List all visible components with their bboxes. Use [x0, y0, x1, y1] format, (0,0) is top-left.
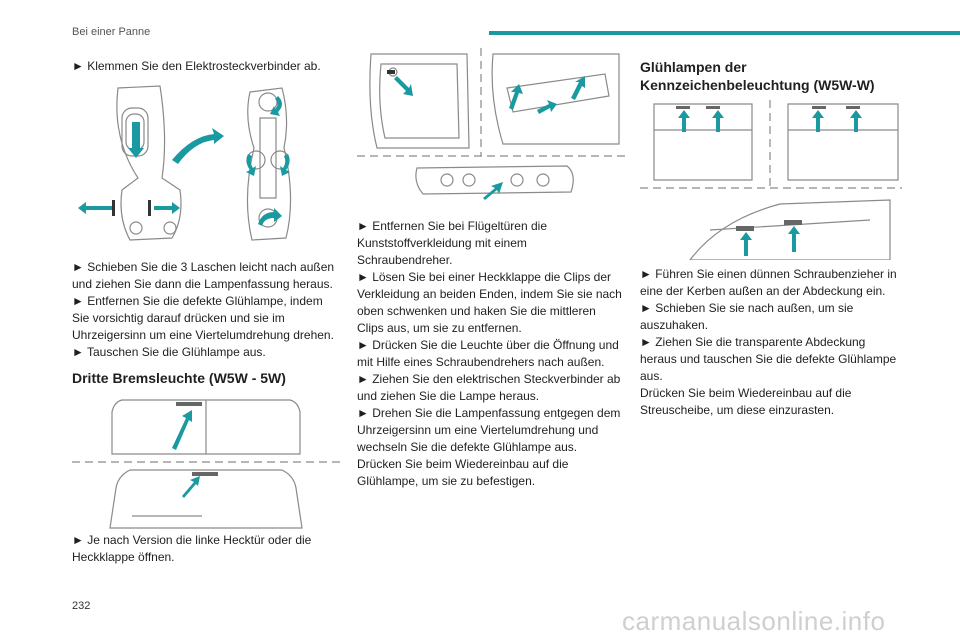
col2-steps: ► Entfernen Sie bei Flügeltüren die Kuns…	[357, 218, 625, 490]
instruction-text: ► Lösen Sie bei einer Heckklappe die Cli…	[357, 270, 622, 335]
license-plate-lamp-illustration	[640, 100, 902, 260]
section-title: Bei einer Panne	[72, 26, 151, 38]
watermark: carmanualsonline.info	[622, 606, 886, 636]
license-lamp-removal-illustration	[357, 48, 625, 200]
instruction-text: ► Führen Sie einen dünnen Schraubenziehe…	[640, 267, 897, 298]
col1-step3: ► Je nach Version die linke Hecktür oder…	[72, 532, 340, 566]
col3-steps: ► Führen Sie einen dünnen Schraubenziehe…	[640, 266, 902, 419]
section-heading-license-plate-lights: Glühlampen der Kennzeichenbeleuchtung (W…	[640, 58, 902, 94]
section-heading-third-brake-light: Dritte Bremsleuchte (W5W - 5W)	[72, 370, 286, 386]
col1-step1: ► Klemmen Sie den Elektrosteckverbinder …	[72, 58, 340, 75]
instruction-text: Drücken Sie beim Wiedereinbau auf die St…	[640, 386, 852, 417]
instruction-text: ► Tauschen Sie die Glühlampe aus.	[72, 345, 266, 359]
heading-line: Glühlampen der	[640, 59, 747, 75]
col1-steps: ► Schieben Sie die 3 Laschen leicht nach…	[72, 259, 340, 361]
third-brake-light-illustration	[72, 399, 340, 529]
instruction-text: ► Drehen Sie die Lampenfassung entgegen …	[357, 406, 621, 454]
instruction-text: ► Je nach Version die linke Hecktür oder…	[72, 533, 312, 564]
heading-line: Kennzeichenbeleuchtung (W5W-W)	[640, 77, 875, 93]
instruction-text: ► Ziehen Sie die transparente Abdeckung …	[640, 335, 897, 383]
instruction-text: ► Klemmen Sie den Elektrosteckverbinder …	[72, 59, 321, 73]
page-number: 232	[72, 600, 91, 612]
header-accent-bar	[489, 31, 960, 35]
tail-lamp-bulb-holder-illustration	[78, 85, 292, 241]
instruction-text: ► Ziehen Sie den elektrischen Steckverbi…	[357, 372, 621, 403]
instruction-text: ► Entfernen Sie bei Flügeltüren die Kuns…	[357, 219, 547, 267]
instruction-text: ► Drücken Sie die Leuchte über die Öffnu…	[357, 338, 619, 369]
instruction-text: ► Entfernen Sie die defekte Glühlampe, i…	[72, 294, 334, 342]
instruction-text: Drücken Sie beim Wiedereinbau auf die Gl…	[357, 457, 569, 488]
instruction-text: ► Schieben Sie die 3 Laschen leicht nach…	[72, 260, 335, 291]
instruction-text: ► Schieben Sie sie nach außen, um sie au…	[640, 301, 854, 332]
